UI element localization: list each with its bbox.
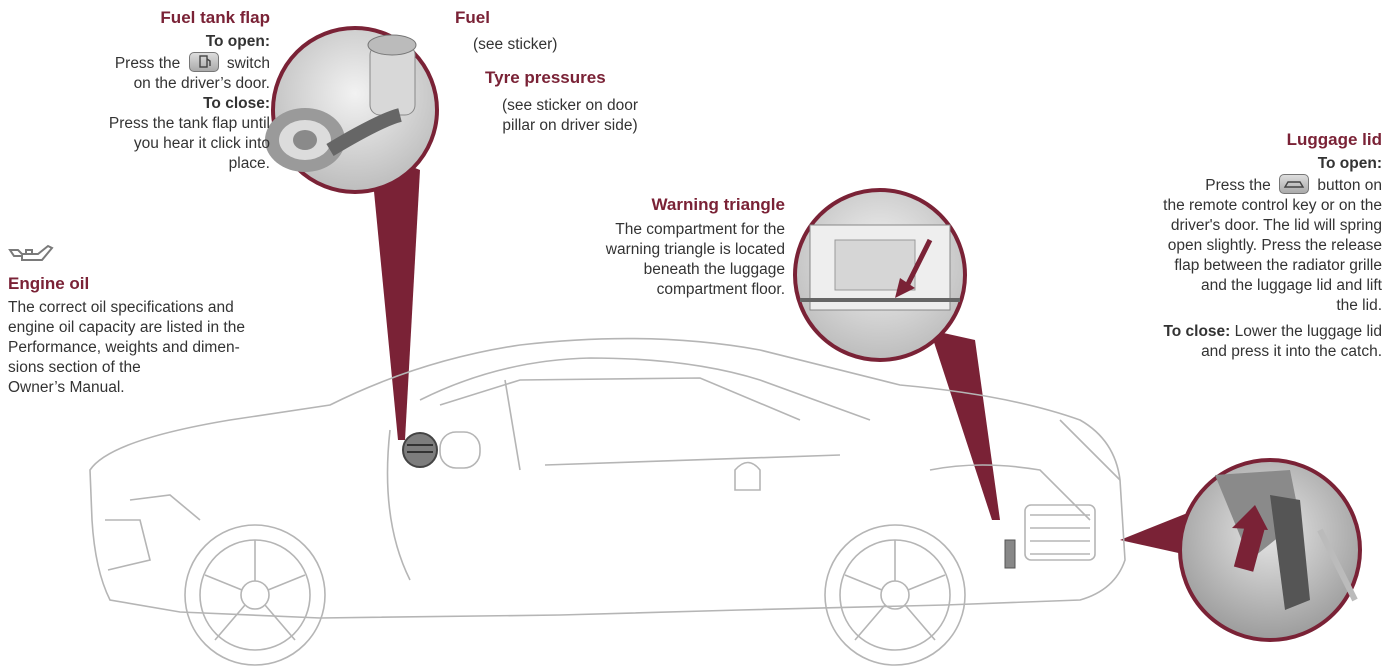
triangle-line-3: beneath the luggage [643,261,785,278]
fuel-open-pre: Press the [114,55,181,72]
warning-triangle-callout [793,188,967,362]
tyre-line-2: pillar on driver side) [502,117,638,134]
lid-close-label: To close: [1163,323,1231,340]
fuel-close-line-3: place. [228,155,270,172]
oil-line-1: The correct oil specifications and [8,299,234,316]
warning-triangle-location-marker [1004,539,1016,569]
luggage-lid-title: Luggage lid [1286,130,1382,149]
fuel-cap-on-car [402,432,438,468]
fuel-open-line: Press the switch [0,52,270,74]
lid-open-pre: Press the [1205,177,1271,194]
fuel-open-post: switch [226,55,270,72]
lid-line-3: open slightly. Press the release [1167,237,1382,254]
tyre-pressures-text: (see sticker on door pillar on driver si… [480,96,660,136]
oil-line-3: Performance, weights and dimen- [8,339,240,356]
oil-line-5: Owner’s Manual. [8,379,125,396]
fuel-open-line2: on the driver’s door. [133,75,270,92]
fuel-callout-pointer [370,150,420,440]
oil-line-4: sions section of the [8,359,141,376]
lid-close-line2: and press it into the catch. [1201,343,1382,360]
warning-triangle-text: The compartment for the warning triangle… [560,220,785,300]
fuel-close-line-2: you hear it click into [133,135,270,152]
fuel-pump-switch-icon [188,52,219,72]
car-trunk-button-icon [1279,174,1310,194]
fuel-close-label: To close: [203,95,270,112]
tyre-pressures-title: Tyre pressures [485,68,606,87]
lid-line-4: flap between the radiator grille [1174,257,1382,274]
luggage-lid-text: To open: Press the button on the remote … [1032,154,1382,362]
triangle-line-2: warning triangle is located [605,241,785,258]
lid-close-line: To close: Lower the luggage lid [1032,322,1382,342]
luggage-release-callout [1178,458,1362,642]
triangle-callout-pointer [930,330,1000,520]
engine-oil-title: Engine oil [8,274,90,293]
warning-triangle-title: Warning triangle [651,195,786,214]
lid-line-5: and the luggage lid and lift [1201,277,1382,294]
car-outline [89,337,1126,666]
lid-line-6: the lid. [1336,297,1382,314]
lid-open-label: To open: [1317,155,1382,172]
triangle-line-4: compartment floor. [656,281,785,298]
lid-close-text: Lower the luggage lid [1234,323,1382,340]
fuel-close-line-1: Press the tank flap until [108,115,270,132]
tyre-line-1: (see sticker on door [501,97,639,114]
lid-open-post: button on [1317,177,1382,194]
engine-oil-text: The correct oil specifications and engin… [8,298,368,398]
fuel-text: (see sticker) [473,36,558,53]
fuel-cap-callout [265,26,439,194]
oil-can-icon [8,242,56,271]
lid-line-1: the remote control key or on the [1163,197,1382,214]
fuel-tank-flap-text: To open: Press the switch on the driver’… [0,32,270,174]
lid-line-2: driver's door. The lid will spring [1170,217,1382,234]
oil-line-2: engine oil capacity are listed in the [8,319,245,336]
fuel-open-label: To open: [205,33,270,50]
triangle-line-1: The compartment for the [615,221,785,238]
lid-open-line: Press the button on [1032,174,1382,196]
fuel-tank-flap-title: Fuel tank flap [160,8,270,27]
fuel-title: Fuel [455,8,490,27]
